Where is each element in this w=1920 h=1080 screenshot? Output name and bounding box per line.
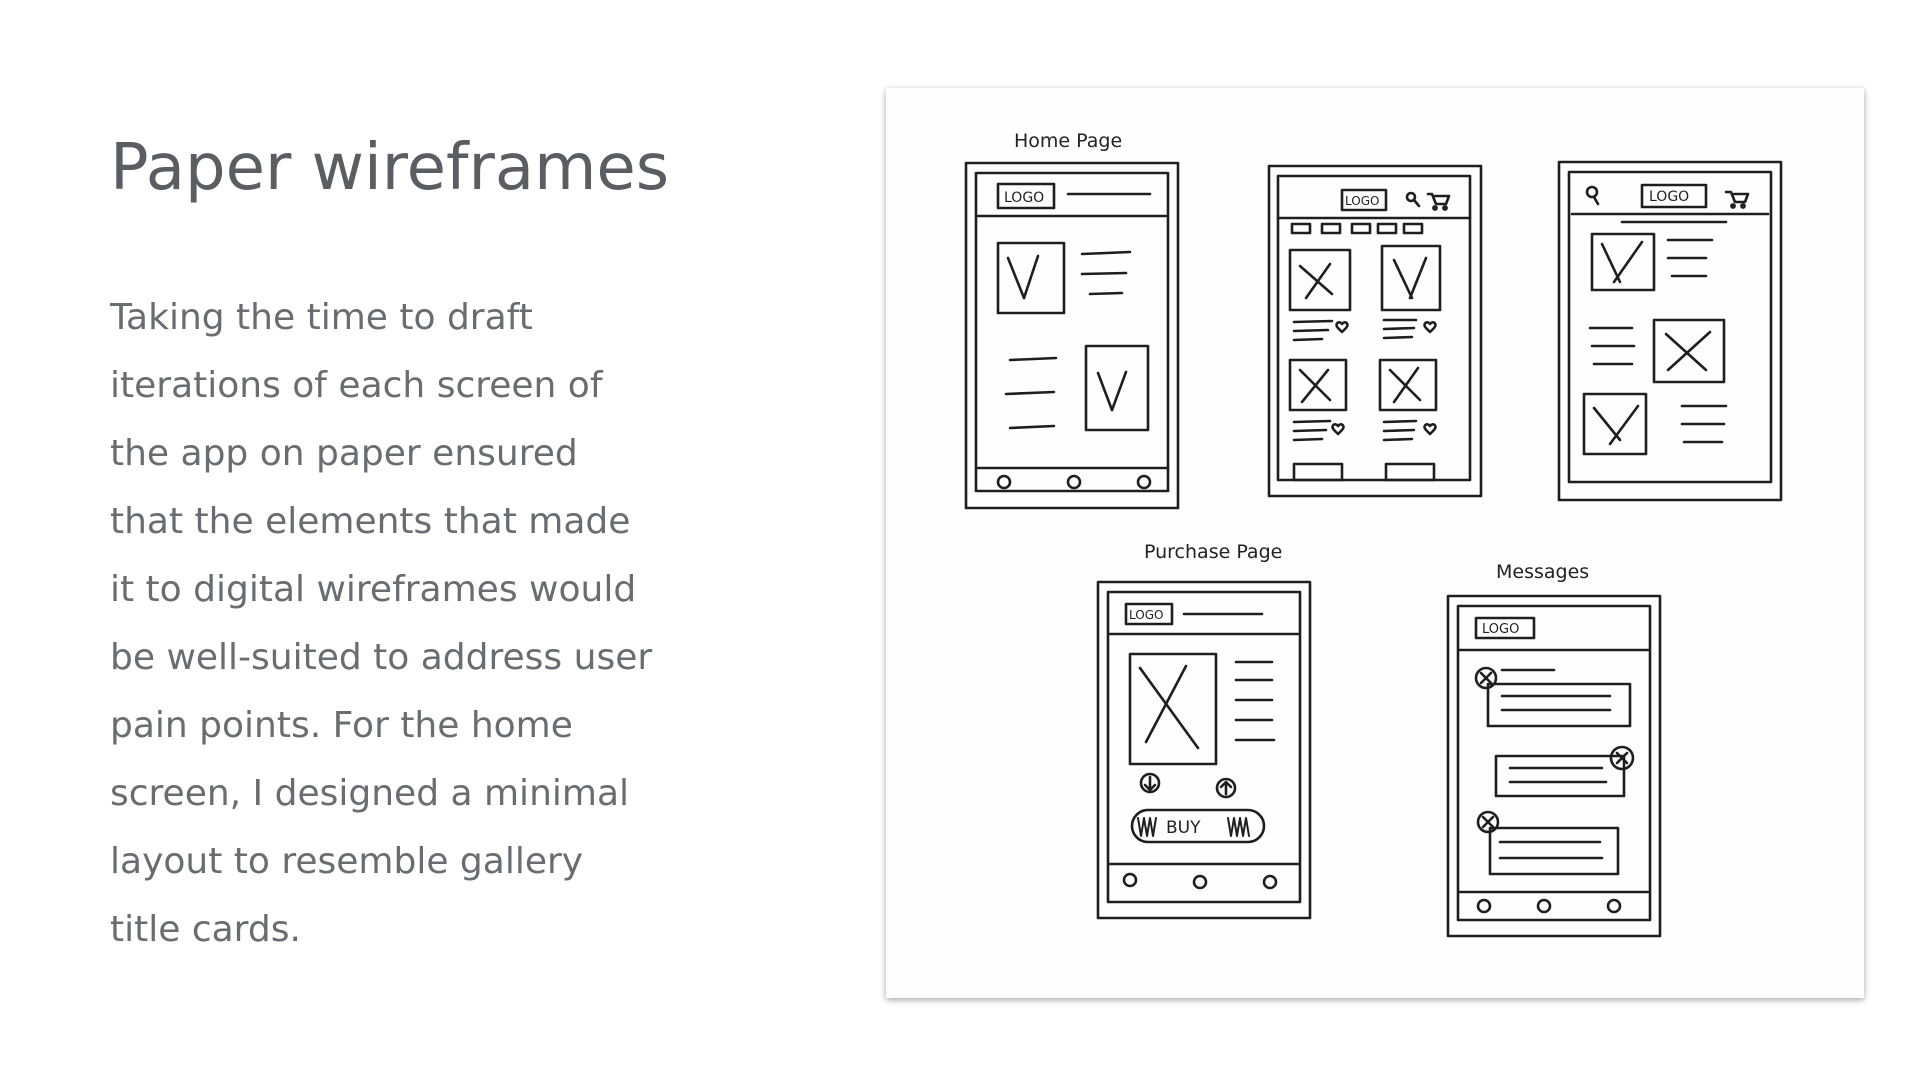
home-page-wireframe: Home Page LOGO — [964, 130, 1180, 510]
messages-label: Messages — [1496, 561, 1589, 583]
description-line: the app on paper ensured — [110, 433, 578, 474]
logo-label: LOGO — [1649, 189, 1689, 205]
purchase-page-wireframe: Purchase Page LOGO — [1096, 541, 1312, 920]
description-line: be well-suited to address user — [110, 637, 653, 678]
description-line: it to digital wireframes would — [110, 569, 637, 610]
messages-wireframe: Messages LOGO — [1446, 561, 1662, 938]
home-page-label: Home Page — [1014, 130, 1122, 152]
description-line: screen, I designed a minimal — [110, 773, 630, 814]
description-line: title cards. — [110, 909, 301, 950]
paper-wireframe-sketch: Home Page LOGO — [886, 88, 1864, 998]
description-line: Taking the time to draft — [110, 297, 533, 338]
description-paragraph: Taking the time to draft iterations of e… — [110, 284, 670, 964]
gallery-grid-wireframe: LOGO — [1267, 164, 1483, 498]
logo-label: LOGO — [1004, 190, 1044, 206]
logo-label: LOGO — [1129, 608, 1163, 622]
logo-label: LOGO — [1482, 622, 1519, 637]
description-line: layout to resemble gallery — [110, 841, 584, 882]
logo-label: LOGO — [1345, 194, 1379, 208]
alt-home-wireframe: LOGO — [1557, 160, 1783, 502]
description-line: that the elements that made — [110, 501, 631, 542]
page-title: Paper wireframes — [110, 131, 670, 205]
buy-button-label: BUY — [1166, 818, 1201, 838]
description-line: iterations of each screen of — [110, 365, 603, 406]
description-line: pain points. For the home — [110, 705, 573, 746]
purchase-page-label: Purchase Page — [1144, 541, 1282, 563]
